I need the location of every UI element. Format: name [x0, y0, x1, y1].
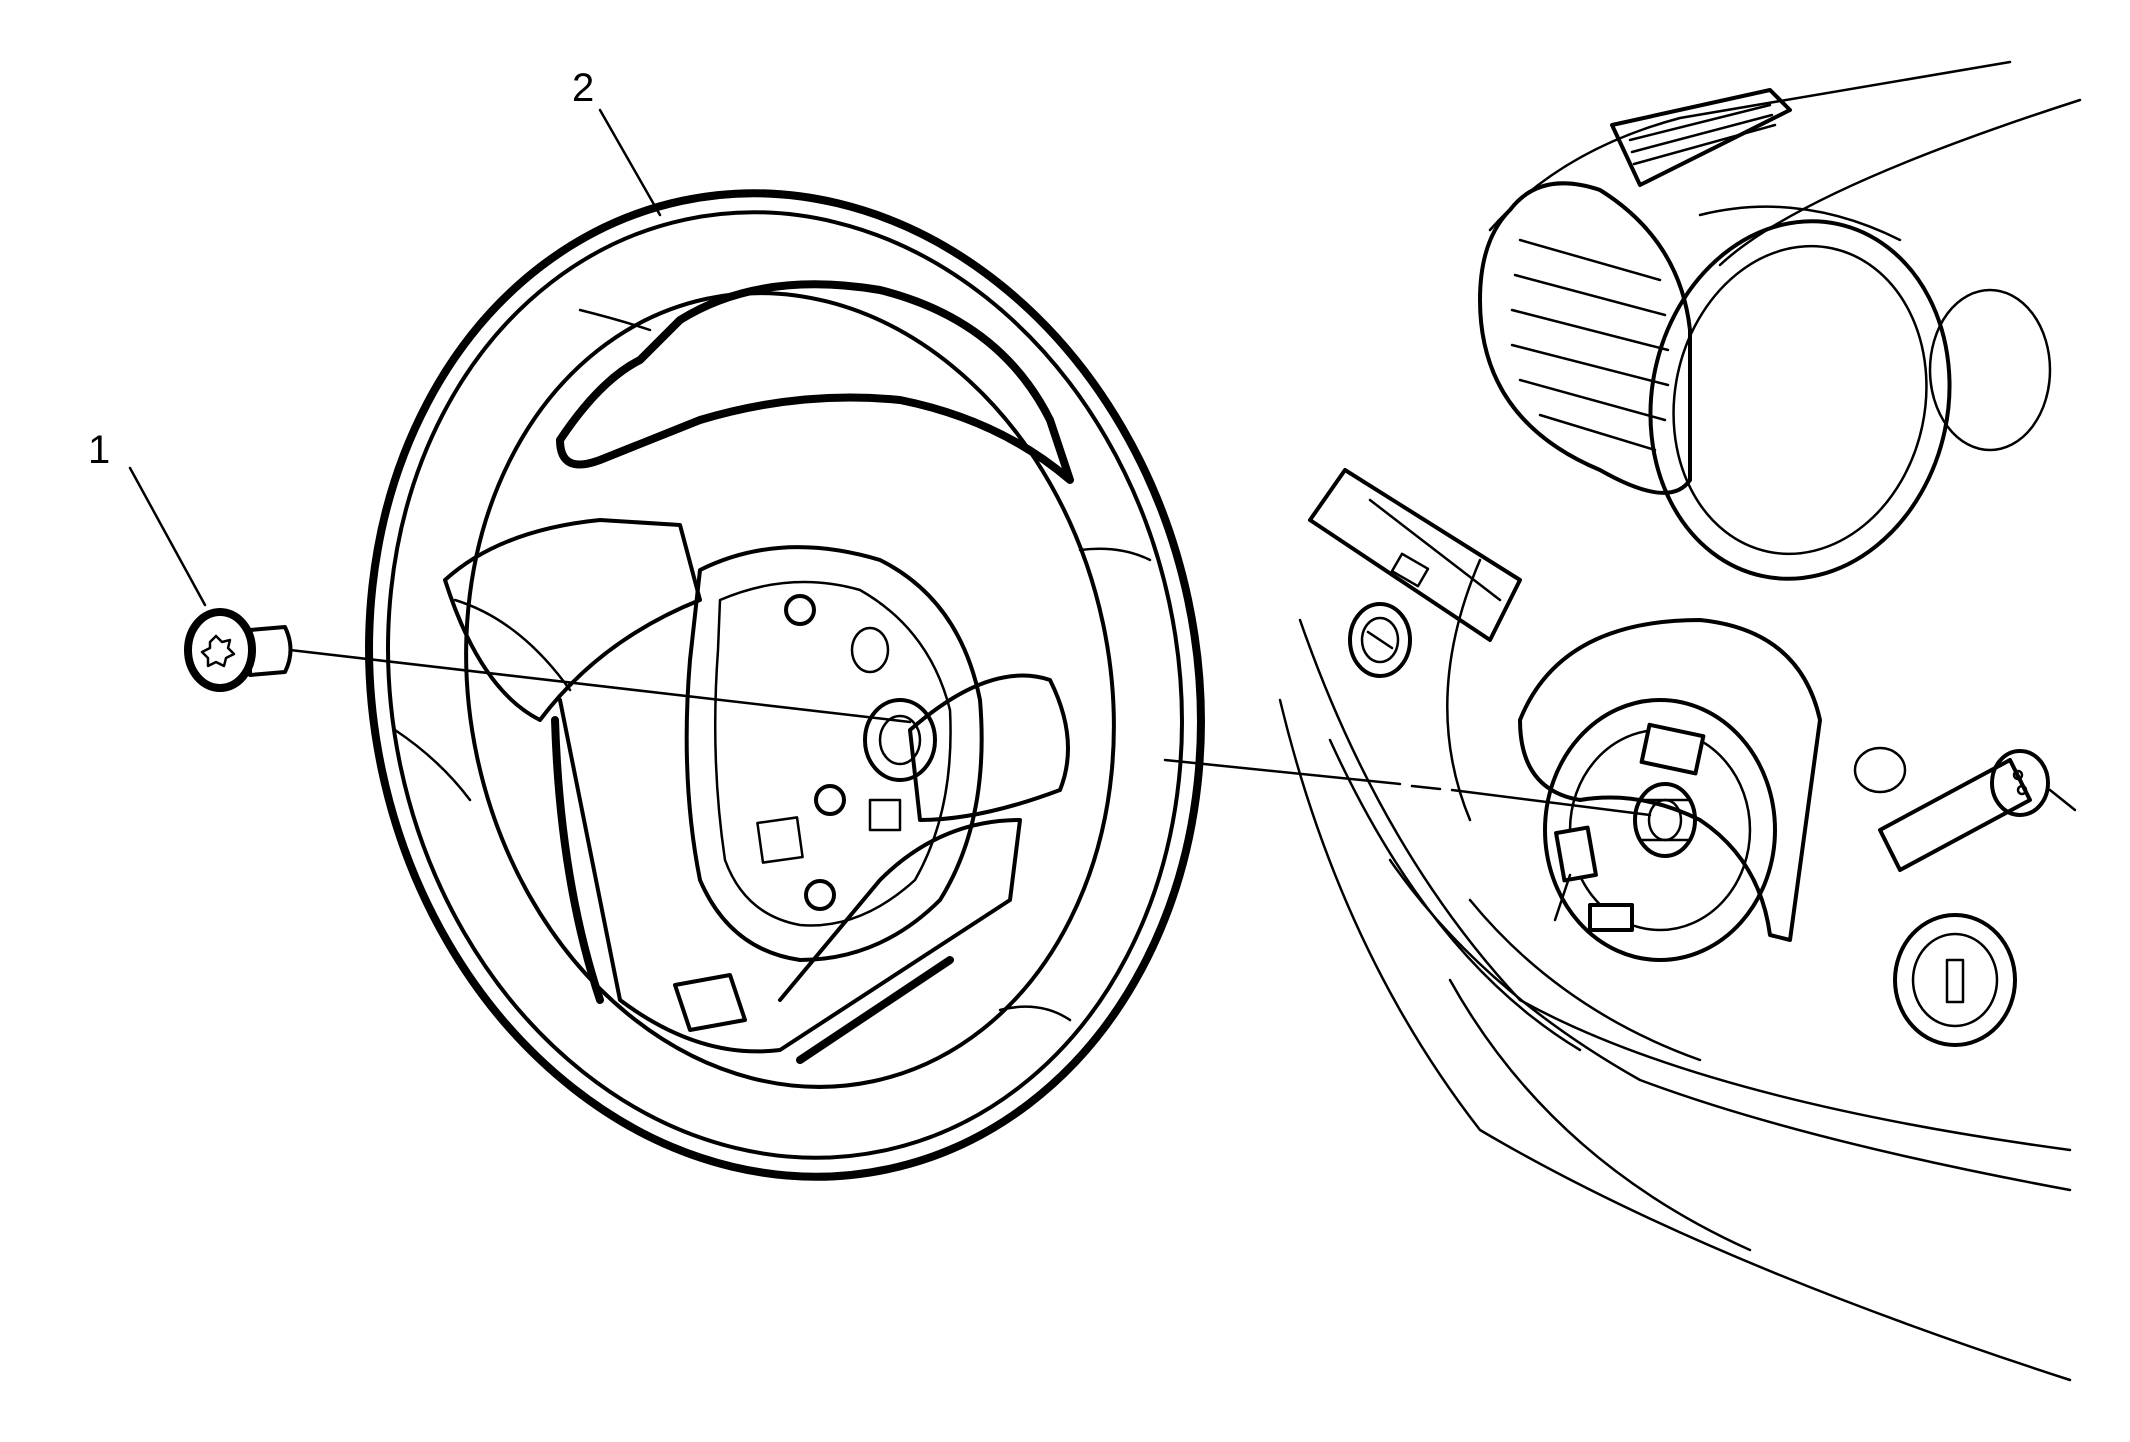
clock-spring-connectors	[1553, 722, 1706, 932]
leader-line-2	[598, 108, 662, 217]
dashboard-assembly	[1278, 60, 2082, 1382]
hazard-switch	[1348, 602, 1412, 678]
steering-wheel-bolt	[184, 608, 293, 692]
steering-shaft-hub	[1633, 782, 1697, 858]
assembly-centerline	[288, 648, 1652, 817]
steering-wheel	[365, 189, 1205, 1181]
callout-label-1: 1	[88, 428, 111, 472]
ignition-lock	[1893, 913, 2017, 1047]
steering-column-shroud	[1518, 618, 1822, 962]
right-wiper-stalk	[1878, 749, 2077, 872]
side-air-vent	[1478, 181, 1692, 495]
left-control-stalk	[1308, 468, 1522, 642]
upper-air-vent	[1610, 88, 1792, 187]
instrument-cluster	[1648, 205, 2052, 581]
callout-label-2: 2	[572, 66, 595, 110]
leader-line-1	[128, 466, 207, 607]
steering-wheel-hub	[684, 545, 984, 962]
